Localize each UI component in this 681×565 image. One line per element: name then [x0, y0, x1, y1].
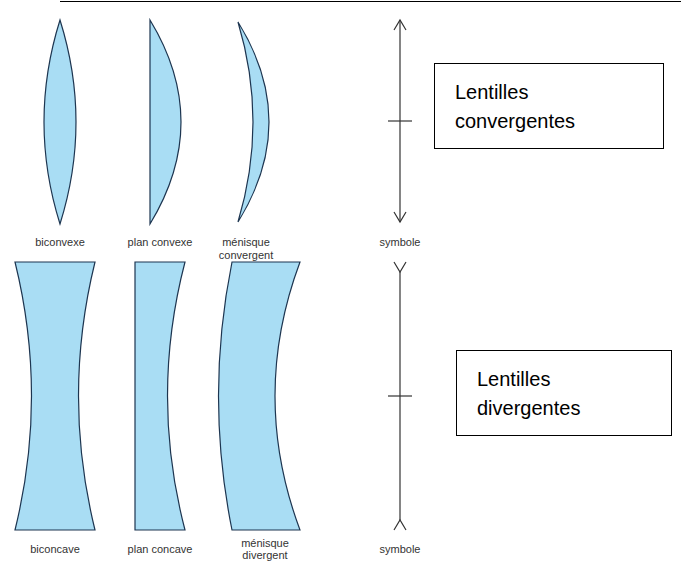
lens-caption: ménisque divergent: [233, 537, 297, 562]
title-box: Lentilles convergentes: [434, 63, 664, 149]
converging-symbol: [388, 20, 412, 222]
title-box: Lentilles divergentes: [456, 350, 672, 436]
lens-caption: plan convexe: [120, 236, 200, 249]
box-title: Lentilles convergentes: [455, 78, 605, 136]
diverging-symbol: [388, 262, 412, 530]
lens-caption: symbole: [365, 543, 435, 556]
lens-caption: symbole: [365, 236, 435, 249]
biconcave-lens: [15, 262, 95, 530]
top-rule: [60, 1, 681, 2]
lens-caption: biconcave: [15, 543, 95, 556]
plano-concave-lens: [135, 262, 185, 530]
diverging-meniscus: [219, 262, 301, 530]
lens-caption: plan concave: [120, 543, 200, 556]
converging-meniscus: [238, 22, 269, 222]
box-title: Lentilles divergentes: [477, 365, 627, 423]
plano-convex-lens: [150, 20, 181, 224]
biconvex-lens: [44, 20, 76, 224]
lens-caption: ménisque convergent: [214, 236, 278, 261]
lens-caption: biconvexe: [20, 236, 100, 249]
